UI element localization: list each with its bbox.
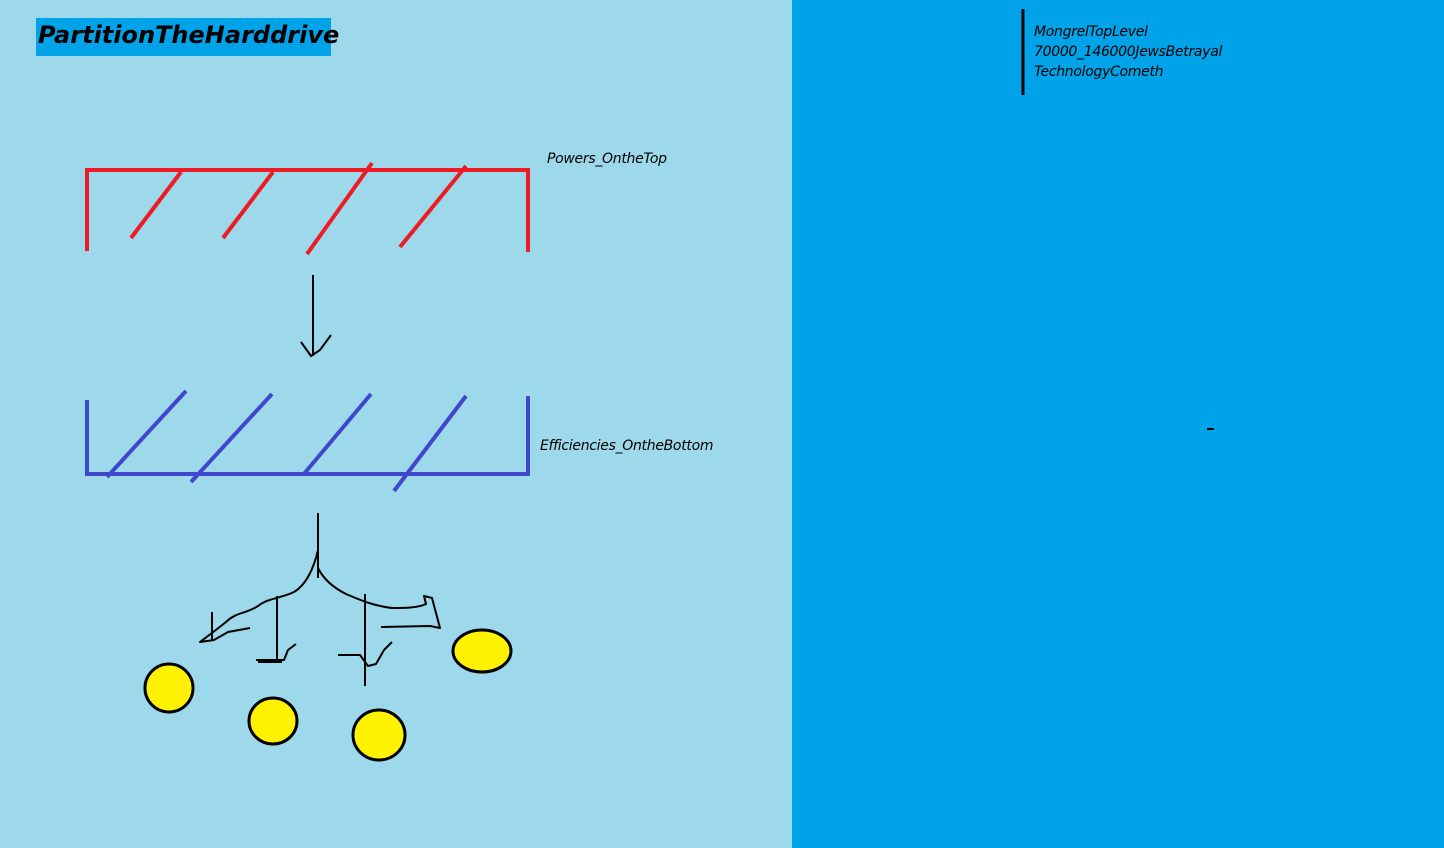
right-panel — [792, 0, 1444, 848]
note-line: MongrelTopLevel — [1034, 24, 1148, 40]
note-line: TechnologyCometh — [1034, 64, 1164, 80]
bottom-container-outline — [85, 396, 530, 476]
bottom-hatch — [105, 389, 188, 479]
powers-label: Powers_OntheTop — [547, 151, 667, 167]
bottom-hatch — [189, 392, 274, 484]
top-hatch — [129, 170, 183, 240]
yellow-dot — [351, 708, 407, 762]
yellow-dot — [247, 696, 299, 746]
down-arrow — [300, 275, 332, 358]
top-container — [85, 161, 530, 256]
yellow-dots — [143, 628, 513, 762]
note-line: 70000_146000JewsBetrayal — [1034, 44, 1223, 60]
bottom-hatch — [301, 392, 373, 477]
title-highlight — [36, 18, 331, 56]
yellow-dot — [143, 662, 195, 714]
page-title: PartitionTheHarddrive — [38, 21, 340, 49]
efficiencies-label: Efficiencies_OntheBottom — [540, 438, 714, 454]
top-hatch — [398, 164, 468, 249]
left-panel — [0, 0, 792, 848]
top-hatch — [305, 161, 374, 256]
top-hatch — [221, 170, 275, 240]
bottom-hatch — [392, 394, 468, 493]
branch-tree — [199, 513, 441, 686]
bottom-container — [85, 389, 530, 493]
yellow-dot — [451, 628, 513, 674]
top-container-outline — [85, 168, 530, 252]
